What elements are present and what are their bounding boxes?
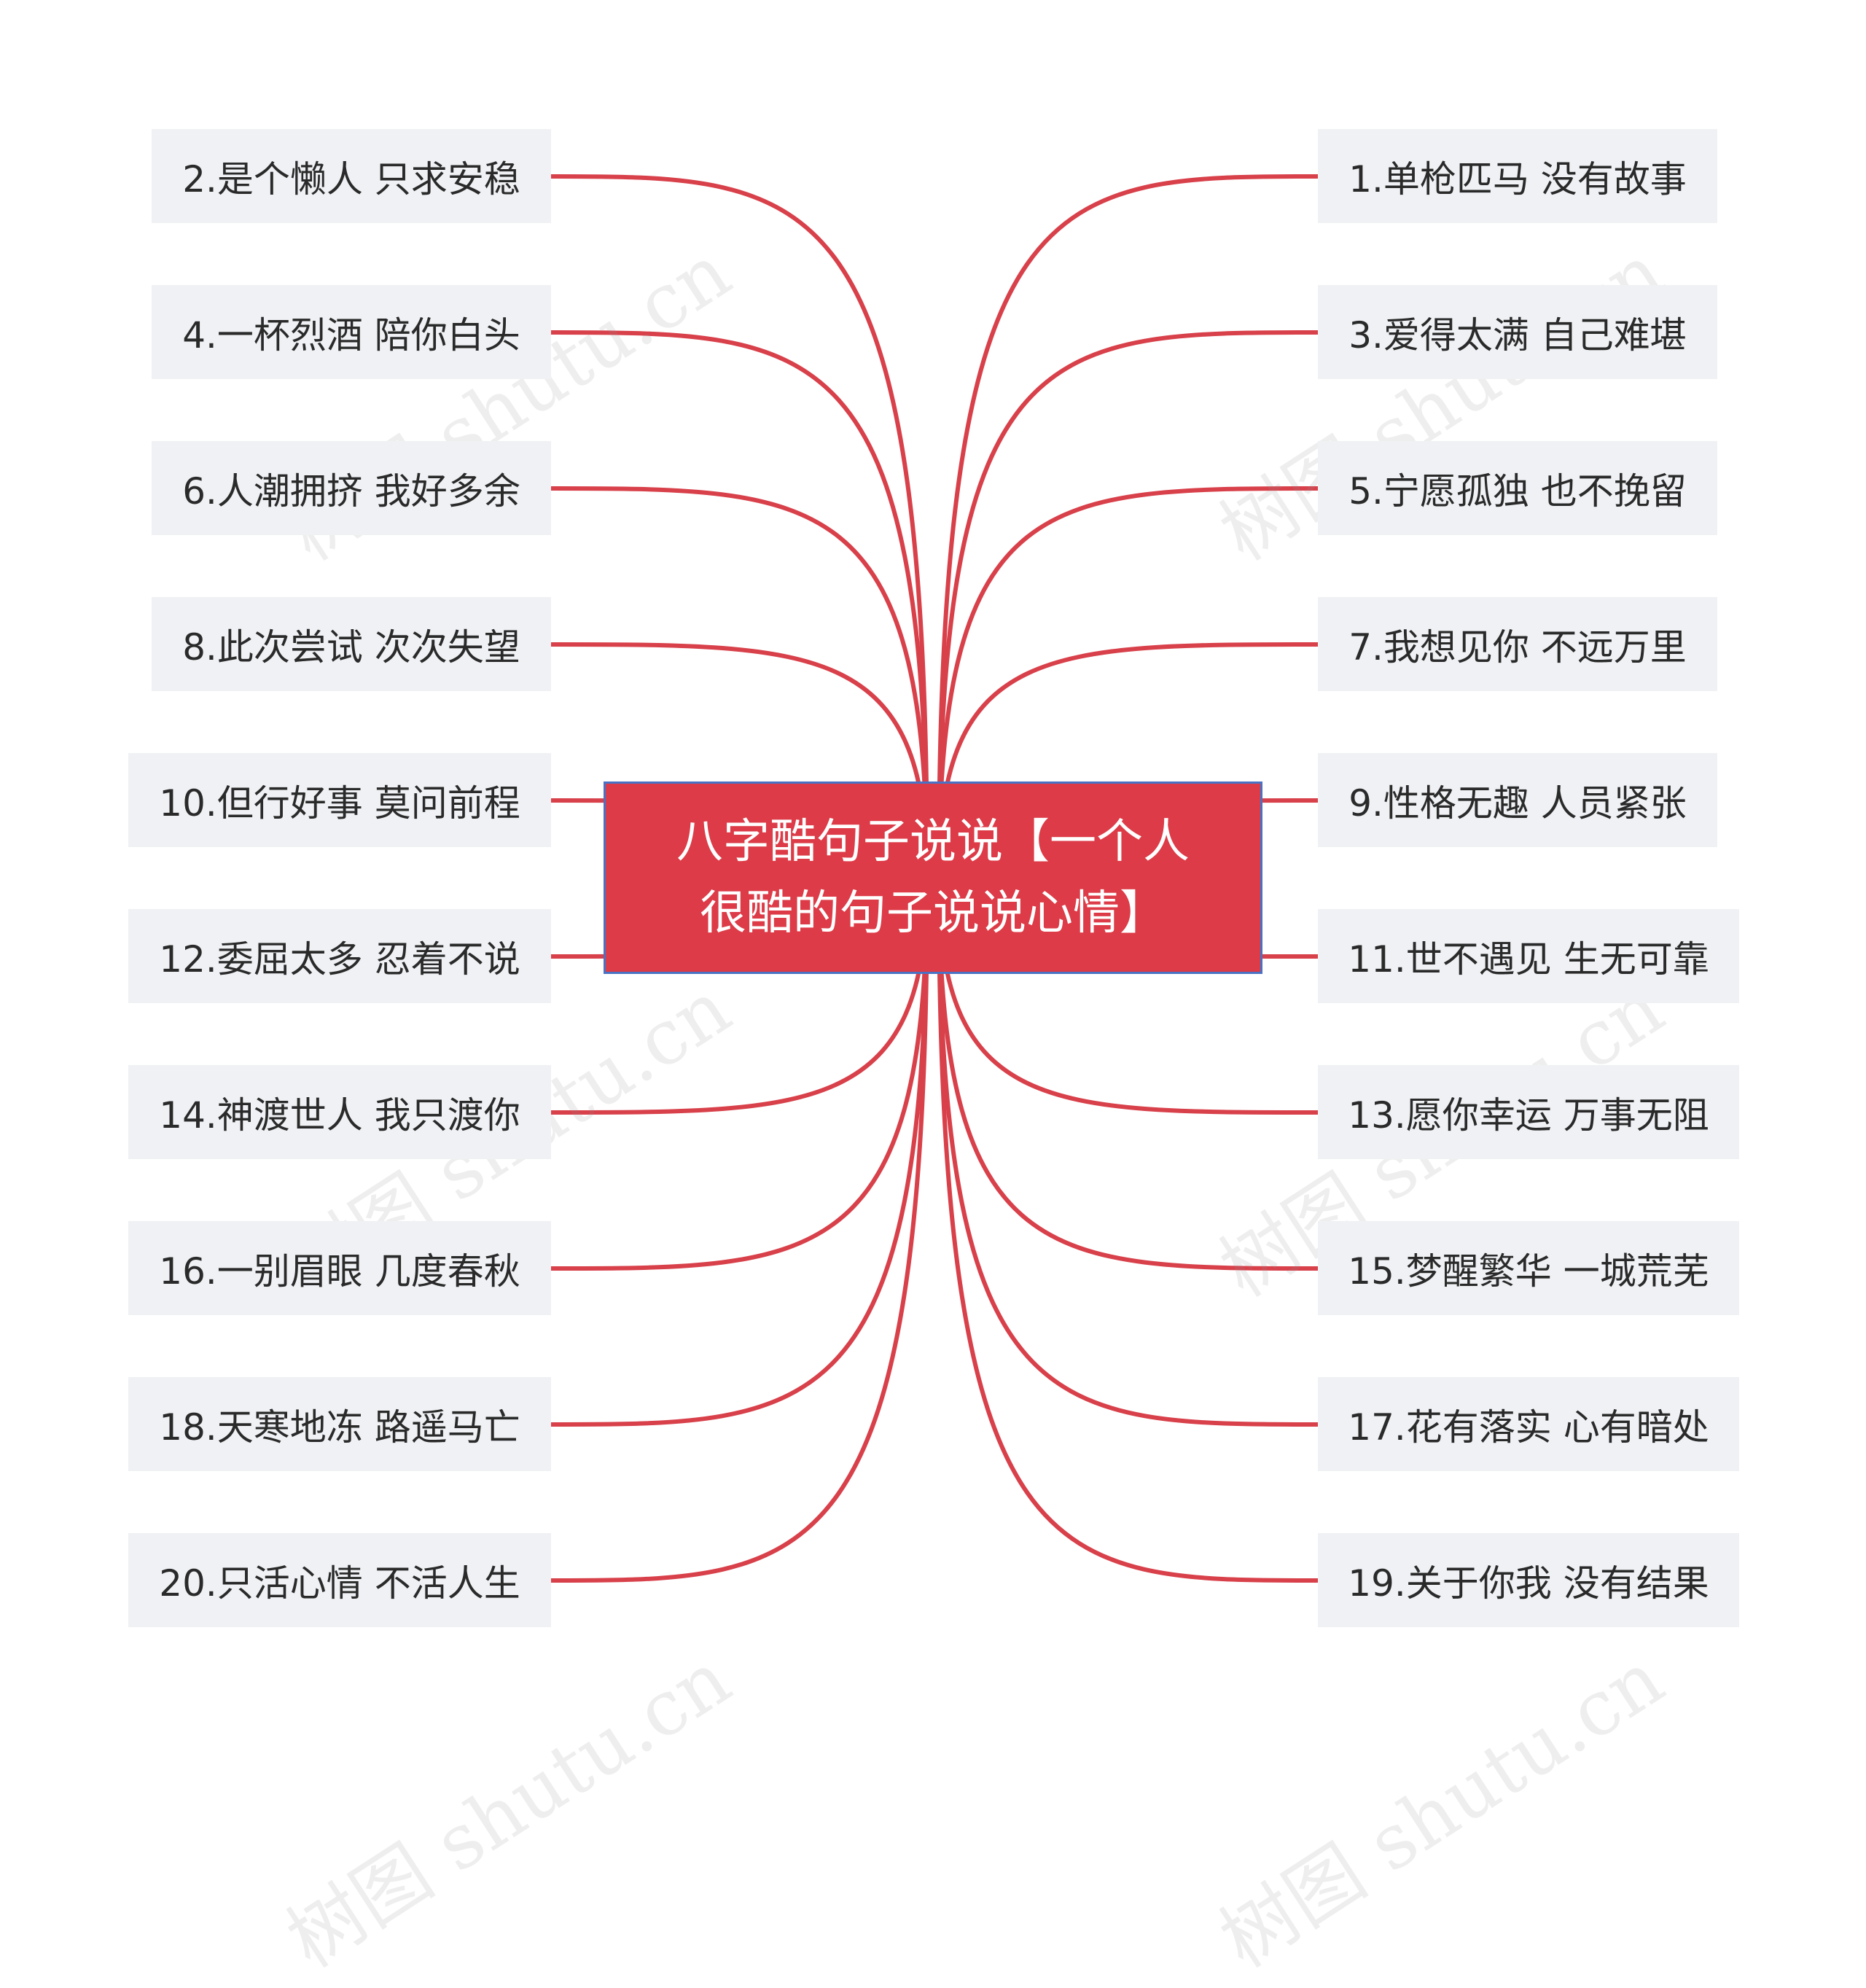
connector-right-1 — [937, 330, 1319, 878]
connector-left-9 — [550, 877, 929, 1583]
connector-right-0 — [937, 174, 1319, 878]
branch-node[interactable]: 4.一杯烈酒 陪你白头 — [152, 285, 551, 379]
branch-node[interactable]: 13.愿你幸运 万事无阻 — [1318, 1065, 1739, 1159]
branch-node[interactable]: 7.我想见你 不远万里 — [1318, 597, 1717, 691]
branch-node[interactable]: 3.爱得太满 自己难堪 — [1318, 285, 1717, 379]
connector-right-9 — [937, 877, 1319, 1583]
branch-node[interactable]: 10.但行好事 莫问前程 — [128, 753, 551, 847]
root-title-line-2: 很酷的句子说说心情】 — [700, 886, 1166, 940]
branch-node[interactable]: 5.宁愿孤独 也不挽留 — [1318, 441, 1717, 535]
branch-node[interactable]: 8.此次尝试 次次失望 — [152, 597, 551, 691]
connector-right-8 — [937, 877, 1319, 1427]
branch-node[interactable]: 9.性格无趣 人员紧张 — [1318, 753, 1717, 847]
connector-left-8 — [550, 877, 929, 1427]
branch-node[interactable]: 11.世不遇见 生无可靠 — [1318, 909, 1739, 1003]
branch-node[interactable]: 20.只活心情 不活人生 — [128, 1533, 551, 1627]
branch-node[interactable]: 18.天寒地冻 路遥马亡 — [128, 1377, 551, 1471]
root-title-line-1: 八字酷句子说说【一个人 — [676, 815, 1190, 869]
connector-left-7 — [550, 877, 929, 1271]
root-node[interactable]: 八字酷句子说说【一个人 很酷的句子说说心情】 — [604, 781, 1262, 974]
branch-node[interactable]: 14.神渡世人 我只渡你 — [128, 1065, 551, 1159]
connector-right-7 — [937, 877, 1319, 1271]
branch-node[interactable]: 1.单枪匹马 没有故事 — [1318, 129, 1717, 223]
connector-left-0 — [550, 174, 929, 878]
branch-node[interactable]: 2.是个懒人 只求安稳 — [152, 129, 551, 223]
branch-node[interactable]: 16.一别眉眼 几度春秋 — [128, 1221, 551, 1315]
connector-left-1 — [550, 330, 929, 878]
branch-node[interactable]: 15.梦醒繁华 一城荒芜 — [1318, 1221, 1739, 1315]
branch-node[interactable]: 12.委屈太多 忍着不说 — [128, 909, 551, 1003]
branch-node[interactable]: 6.人潮拥挤 我好多余 — [152, 441, 551, 535]
connector-right-2 — [937, 486, 1319, 878]
branch-node[interactable]: 17.花有落实 心有暗处 — [1318, 1377, 1739, 1471]
branch-node[interactable]: 19.关于你我 没有结果 — [1318, 1533, 1739, 1627]
connector-left-2 — [550, 486, 929, 878]
